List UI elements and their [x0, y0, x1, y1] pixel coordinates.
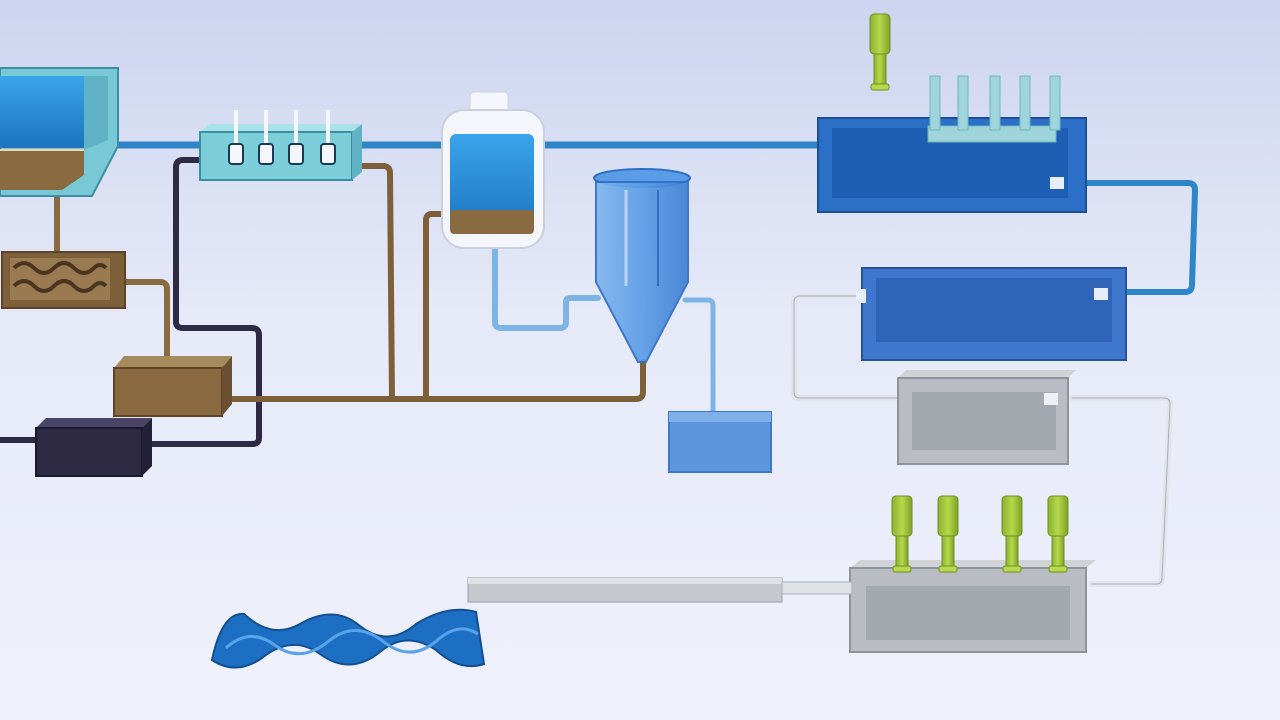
mixing-tank [849, 495, 1096, 653]
pressure-vessel [441, 91, 545, 249]
return-water-pipe [1082, 180, 1198, 295]
cyclone-to-collection-pipe [682, 297, 716, 415]
dosing-sludge-riser [355, 163, 395, 402]
screw-conveyor [210, 608, 486, 669]
dosing-valves [228, 110, 336, 165]
discharge-pipe [467, 577, 853, 603]
sludge-collector-pipe [225, 359, 646, 402]
aeration-basin [817, 13, 1087, 213]
grey-loop-pipe-left-edge [793, 295, 906, 399]
secondary-tank [856, 267, 1127, 361]
pipe-network [0, 141, 1198, 587]
dark-pump-box [35, 418, 152, 477]
grey-loop-pipe-right [1069, 395, 1173, 587]
hydrocyclone [593, 168, 691, 363]
sludge-holding-box [113, 356, 232, 417]
filter-press [1, 251, 126, 309]
press-to-holding-pipe [122, 279, 170, 361]
primary-clarifier [0, 67, 119, 197]
aerator-motor [869, 13, 891, 91]
collection-tank [668, 411, 772, 473]
grey-buffer-tank [897, 370, 1076, 465]
diffuser-comb [927, 75, 1061, 143]
chemical-dosing-unit [199, 110, 362, 181]
vessel-sludge-riser [423, 211, 448, 402]
vessel-to-cyclone-pipe [492, 245, 601, 331]
grey-loop-pipe-right-edge [1071, 397, 1171, 585]
dark-return-pipe [147, 157, 262, 447]
